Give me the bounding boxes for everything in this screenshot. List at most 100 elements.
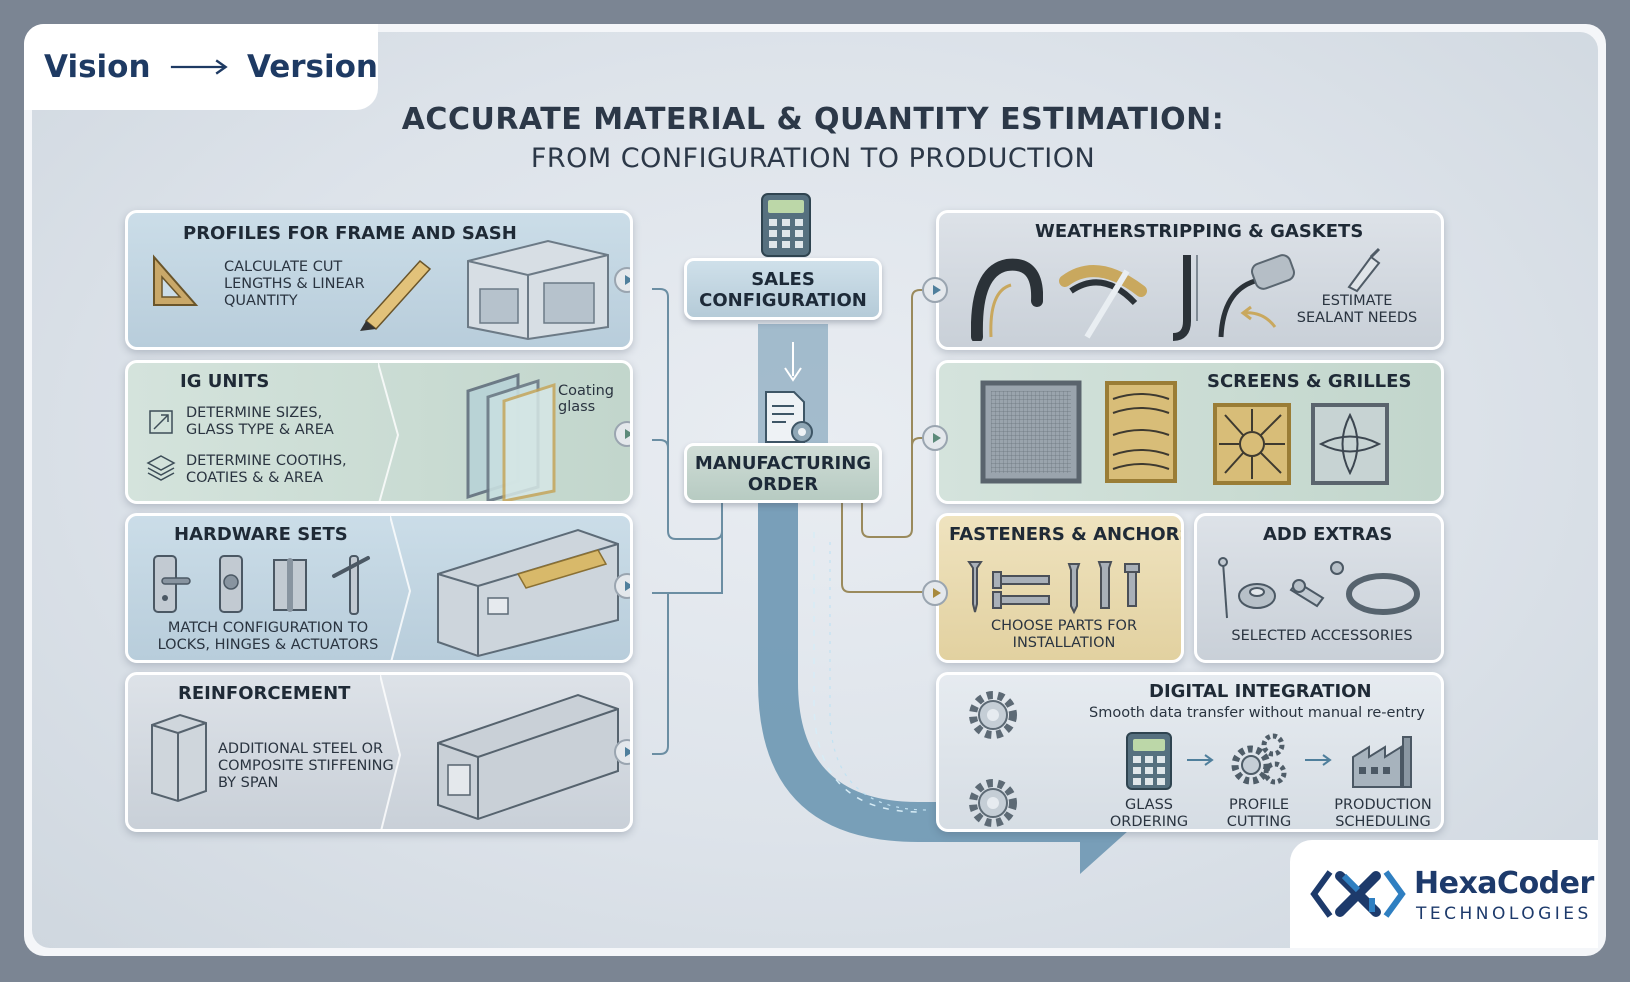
reinforcement-card: REINFORCEMENT ADDITIONAL STEEL OR COMPOS… [125,672,633,832]
ig-units-connector-dot [614,421,630,447]
brand-version: Version [246,49,378,85]
reinforcement-title: REINFORCEMENT [178,683,351,704]
connector-weather [861,289,932,538]
reinforcement-connector-dot [614,739,630,765]
pin-icon [1222,561,1228,619]
fasteners-card: FASTENERS & ANCHORS CHOOSE PARTS FOR INS… [936,513,1184,663]
ig-units-title: IG UNITS [180,371,270,392]
profiles-connector-dot [614,267,630,293]
manufacturing-order-label: MANUFACTURING ORDER [694,453,872,495]
lock-icon [219,555,243,613]
infographic-canvas: Vision Version ACCURATE MATERIAL & QUANT… [24,24,1598,948]
hexacoder-logo-icon [1310,870,1406,918]
chevron-divider [380,675,402,829]
calculator-icon [761,193,811,257]
resize-icon [149,410,173,434]
hinge-icon [273,558,307,612]
logo-subtitle: TECHNOLOGIES [1416,904,1592,924]
hexacoder-logo: HexaCoder TECHNOLOGIES [1290,840,1598,948]
fasteners-text: CHOOSE PARTS FOR INSTALLATION [990,618,1138,651]
ig-units-item1: DETERMINE SIZES, GLASS TYPE & AREA [186,405,334,438]
connector-reinforcement [652,592,669,755]
connector-hardware [652,502,723,594]
manufacturing-order-node: MANUFACTURING ORDER [684,443,882,503]
mesh-screen-icon [980,380,1082,484]
digital-integration-title: DIGITAL INTEGRATION [1149,681,1372,702]
gasket-icon [971,258,1043,341]
hardware-connector-dot [614,573,630,599]
screens-title: SCREENS & GRILLES [1207,371,1412,392]
extras-card: ADD EXTRAS SELECTED ACCESSORIES [1194,513,1444,663]
reinforcement-text: ADDITIONAL STEEL OR COMPOSITE STIFFENING… [218,741,394,791]
steel-channel-icon [151,713,207,803]
flow-data-line [813,532,921,813]
profiles-card: PROFILES FOR FRAME AND SASH CALCULATE CU… [125,210,633,350]
hardware-card: HARDWARE SETS MATCH CONFIGURATION TO LOC… [125,513,633,663]
fasteners-connector-dot [922,580,948,606]
weatherstripping-title: WEATHERSTRIPPING & GASKETS [1035,221,1364,242]
digital-integration-card: DIGITAL INTEGRATION Smooth data transfer… [936,672,1444,832]
gear-icon [1231,733,1287,785]
ig-units-item2: DETERMINE COOTIHS, COATIES & & AREA [186,453,347,486]
connector-lines [652,288,1138,874]
title-line2: FROM CONFIGURATION TO PRODUCTION [530,143,1096,174]
accessories-icons [1218,557,1420,619]
hardware-text: MATCH CONFIGURATION TO LOCKS, HINGES & A… [157,620,379,653]
connector-profiles [652,288,723,540]
grille-icon [1213,403,1291,485]
connector-fasteners [841,502,932,593]
flow-data-line [829,542,929,811]
gasket-icon [1172,255,1198,341]
chevron-divider [390,516,412,660]
screens-card: SCREENS & GRILLES [936,360,1444,504]
digital-step-production: PRODUCTION SCHEDULING [1334,797,1432,830]
extras-text: SELECTED ACCESSORIES [1231,628,1413,644]
flow-arrow-head [784,367,802,382]
brand-vision: Vision [44,49,151,85]
connector-screens [911,437,932,529]
sealant-gun-icon [1347,247,1381,293]
grille-icon [1105,381,1177,483]
digital-step-profile: PROFILE CUTTING [1226,797,1292,830]
weatherstripping-connector-dot [922,277,948,303]
pencil-icon [360,259,432,331]
arrow-right-icon [1187,754,1214,766]
logo-name: HexaCoder [1414,866,1594,901]
connector-ig [652,439,669,531]
gear-icon [969,779,1017,827]
profiles-title: PROFILES FOR FRAME AND SASH [183,223,517,244]
weatherstripping-card: WEATHERSTRIPPING & GASKETS ESTIMATE SEAL… [936,210,1444,350]
arrow-right-icon [1305,754,1332,766]
calculator-icon [1126,732,1172,790]
coating-glass-label: Coating glass [558,383,614,415]
aluminum-profile-icon [437,528,619,658]
title-line1: ACCURATE MATERIAL & QUANTITY ESTIMATION: [401,102,1225,137]
profiles-text: CALCULATE CUT LENGTHS & LINEAR QUANTITY [224,259,365,309]
handle-icon [1346,573,1420,615]
page-title: ACCURATE MATERIAL & QUANTITY ESTIMATION:… [298,102,1328,174]
infographic-frame: Vision Version ACCURATE MATERIAL & QUANT… [24,24,1606,956]
gasket-icon [1059,265,1147,339]
digital-step-glass: GLASS ORDERING [1109,797,1189,830]
triangle-ruler-icon [153,254,199,306]
aluminum-profile-icon [467,239,609,341]
screens-connector-dot [922,425,948,451]
weatherstripping-text: ESTIMATE SEALANT NEEDS [1296,293,1418,326]
brand-tagline: Vision Version [24,24,378,110]
extras-title: ADD EXTRAS [1263,524,1393,545]
factory-icon [1352,736,1412,788]
sales-configuration-node: SALES CONFIGURATION [684,258,882,320]
screw-icon [967,561,1140,615]
digital-integration-subtitle: Smooth data transfer without manual re-e… [1089,705,1425,721]
actuator-icon [332,555,370,615]
document-gear-icon [765,391,813,443]
gear-icon [969,691,1017,739]
steel-profile-icon [437,693,619,821]
flow-path-to-digital [758,502,1138,874]
chevron-divider [378,363,400,501]
fasteners-title: FASTENERS & ANCHORS [949,524,1184,545]
sales-configuration-label: SALES CONFIGURATION [699,269,867,311]
hardware-title: HARDWARE SETS [174,524,348,545]
arrow-right-icon [170,59,228,75]
layers-icon [146,455,176,481]
